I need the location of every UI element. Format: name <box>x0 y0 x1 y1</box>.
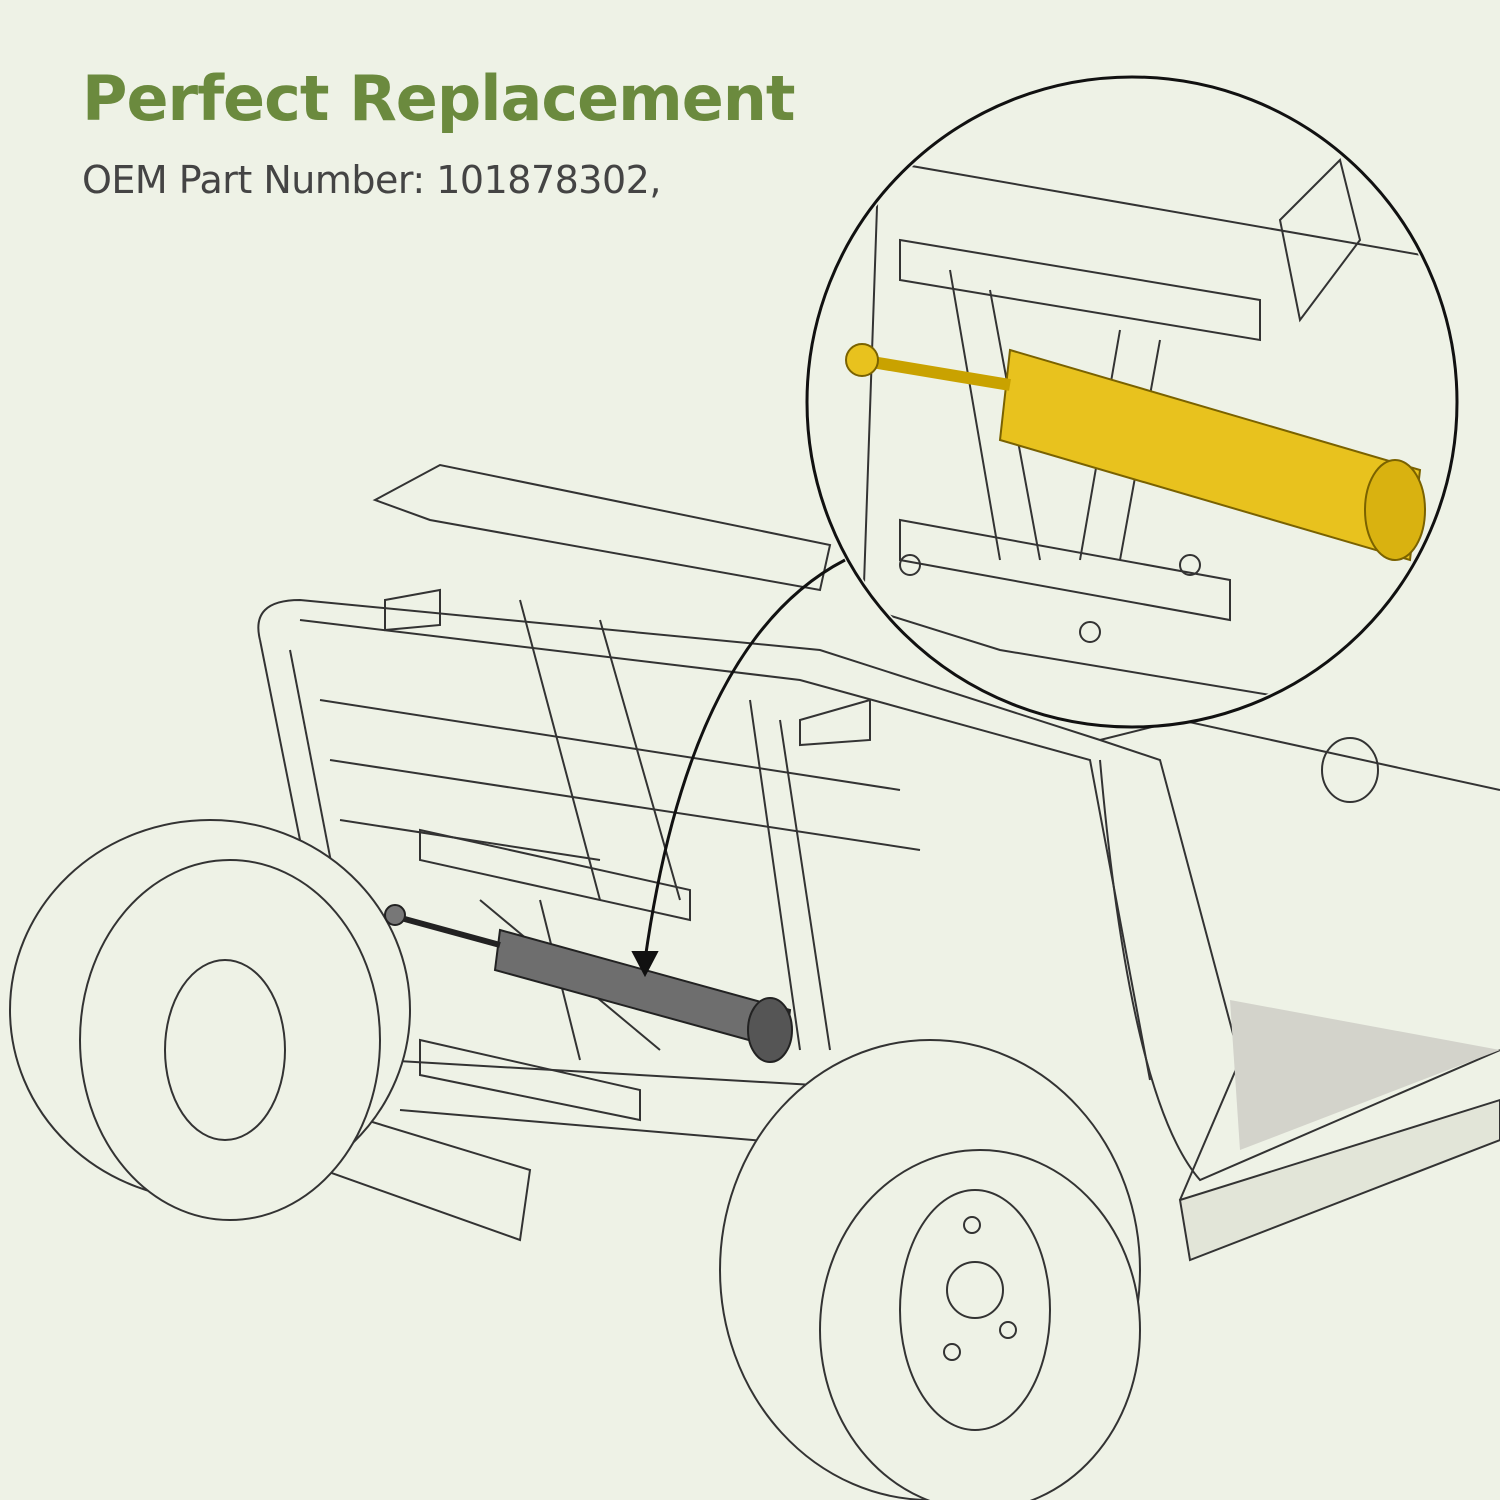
front-left-wheel <box>9 819 411 1221</box>
page-title: Perfect Replacement <box>82 62 796 135</box>
steering-rack-in-place <box>384 904 793 1063</box>
highlighted-steering-rack <box>998 348 1422 562</box>
zoom-callout <box>805 75 1459 729</box>
oem-part-number: OEM Part Number: 101878302, <box>82 158 661 202</box>
callout-arrow <box>631 558 846 978</box>
cart-frame <box>257 463 1500 1262</box>
front-right-wheel <box>719 1039 1141 1500</box>
